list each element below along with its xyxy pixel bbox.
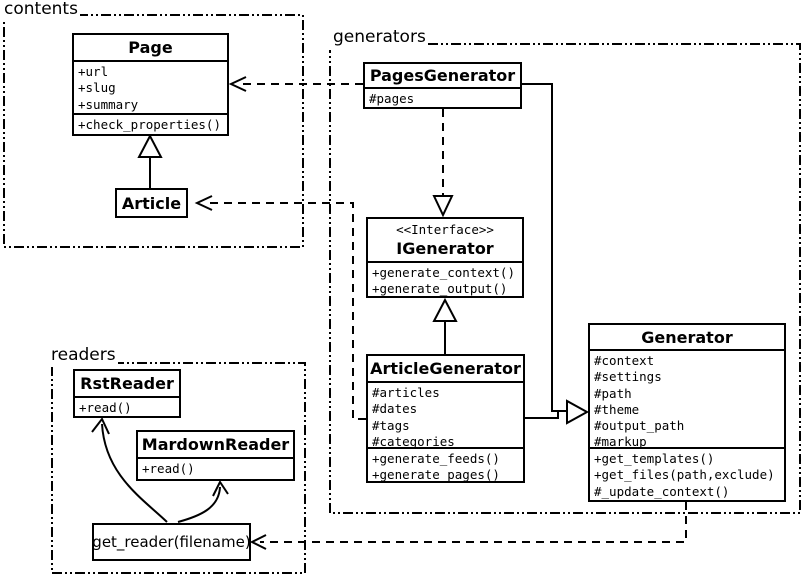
getreader-to-mardownreader-arrowhead	[212, 480, 229, 497]
class-article-title: Article	[121, 193, 182, 213]
class-igenerator: <<Interface>> IGenerator +generate_conte…	[366, 217, 524, 298]
class-articlegenerator: ArticleGenerator #articles #dates #tags …	[366, 354, 525, 483]
method: +get_templates()	[594, 451, 715, 466]
generators-package-label: generators	[331, 27, 428, 47]
class-page-title: Page	[128, 38, 173, 57]
getreader-to-rstreader-arrowhead	[91, 417, 110, 435]
method: +read()	[79, 400, 132, 415]
attribute: +slug	[78, 80, 116, 96]
class-article: Article	[115, 188, 188, 218]
articlegenerator-to-article-arrowhead	[194, 195, 213, 211]
class-rstreader-methods: +read()	[75, 396, 179, 416]
class-igenerator-title: IGenerator	[396, 238, 494, 258]
method: +generate_pages()	[372, 467, 500, 481]
class-articlegenerator-methods: +generate_feeds() +generate_pages()	[368, 447, 523, 481]
class-igenerator-methods: +generate_context() +generate_output()	[368, 261, 522, 296]
attribute: #settings	[594, 369, 662, 385]
pagesgenerator-to-igenerator-triangle	[432, 195, 454, 218]
class-igenerator-header: <<Interface>> IGenerator	[368, 219, 522, 261]
method: +generate_output()	[372, 281, 508, 296]
class-generator-title: Generator	[641, 327, 733, 347]
class-articlegenerator-title: ArticleGenerator	[370, 359, 521, 378]
contents-package-border	[3, 14, 304, 248]
getreader-to-mardownreader-curve	[177, 486, 221, 523]
attribute: #dates	[372, 401, 418, 417]
attribute: #markup	[594, 434, 647, 447]
attribute: #categories	[372, 433, 455, 447]
class-rstreader-title: RstReader	[80, 374, 174, 393]
generator-to-getreader-arrowhead	[249, 534, 267, 550]
method: #_update_context()	[594, 483, 730, 499]
class-page-methods: +check_properties()	[74, 113, 227, 134]
generator-inheritance-triangle	[566, 399, 590, 425]
article-to-page-triangle	[137, 133, 163, 158]
pagesgenerator-to-page-arrowhead	[228, 76, 247, 92]
pagesgenerator-to-generator-line	[521, 83, 566, 412]
articlegenerator-to-generator-line	[522, 410, 566, 419]
class-pagesgenerator-title: PagesGenerator	[369, 66, 516, 85]
class-generator-attributes: #context #settings #path #theme #output_…	[590, 349, 784, 447]
generator-to-getreader-dashed	[260, 502, 687, 543]
class-rstreader: RstReader +read()	[73, 369, 181, 418]
readers-package-label: readers	[49, 345, 118, 365]
class-articlegenerator-attributes: #articles #dates #tags #categories	[368, 381, 523, 447]
class-generator: Generator #context #settings #path #them…	[588, 323, 786, 502]
method: +generate_feeds()	[372, 451, 500, 466]
get-reader-label: get_reader(filename)	[92, 533, 251, 551]
get-reader-box: get_reader(filename)	[92, 523, 251, 561]
method: +check_properties()	[78, 117, 221, 132]
class-mardownreader-methods: +read()	[138, 457, 293, 479]
method: +get_files(path,exclude)	[594, 467, 775, 483]
class-igenerator-stereotype: <<Interface>>	[396, 222, 494, 237]
class-mardownreader-title: MardownReader	[141, 435, 290, 454]
class-generator-methods: +get_templates() +get_files(path,exclude…	[590, 447, 784, 500]
contents-package-label: contents	[2, 0, 80, 19]
class-pagesgenerator: PagesGenerator #pages	[363, 62, 522, 109]
attribute: #articles	[372, 385, 440, 400]
generators-package-border	[329, 43, 801, 514]
attribute: #theme	[594, 401, 640, 417]
attribute: #path	[594, 385, 632, 401]
attribute: #tags	[372, 417, 410, 433]
attribute: #context	[594, 353, 655, 368]
articlegenerator-to-article-dashed	[206, 202, 366, 420]
class-mardownreader: MardownReader +read()	[136, 430, 295, 481]
class-page-attributes: +url +slug +summary	[74, 60, 227, 113]
attribute: #pages	[369, 91, 415, 106]
attribute: +url	[78, 64, 109, 79]
method: +read()	[142, 461, 195, 476]
attribute: +summary	[78, 96, 139, 112]
readers-package-border	[51, 362, 306, 574]
method: +generate_context()	[372, 265, 515, 280]
getreader-to-rstreader-curve	[101, 423, 168, 523]
class-pagesgenerator-attributes: #pages	[365, 87, 520, 107]
attribute: #output_path	[594, 418, 685, 434]
class-page: Page +url +slug +summary +check_properti…	[72, 33, 229, 136]
articlegenerator-to-igenerator-triangle	[432, 297, 458, 322]
